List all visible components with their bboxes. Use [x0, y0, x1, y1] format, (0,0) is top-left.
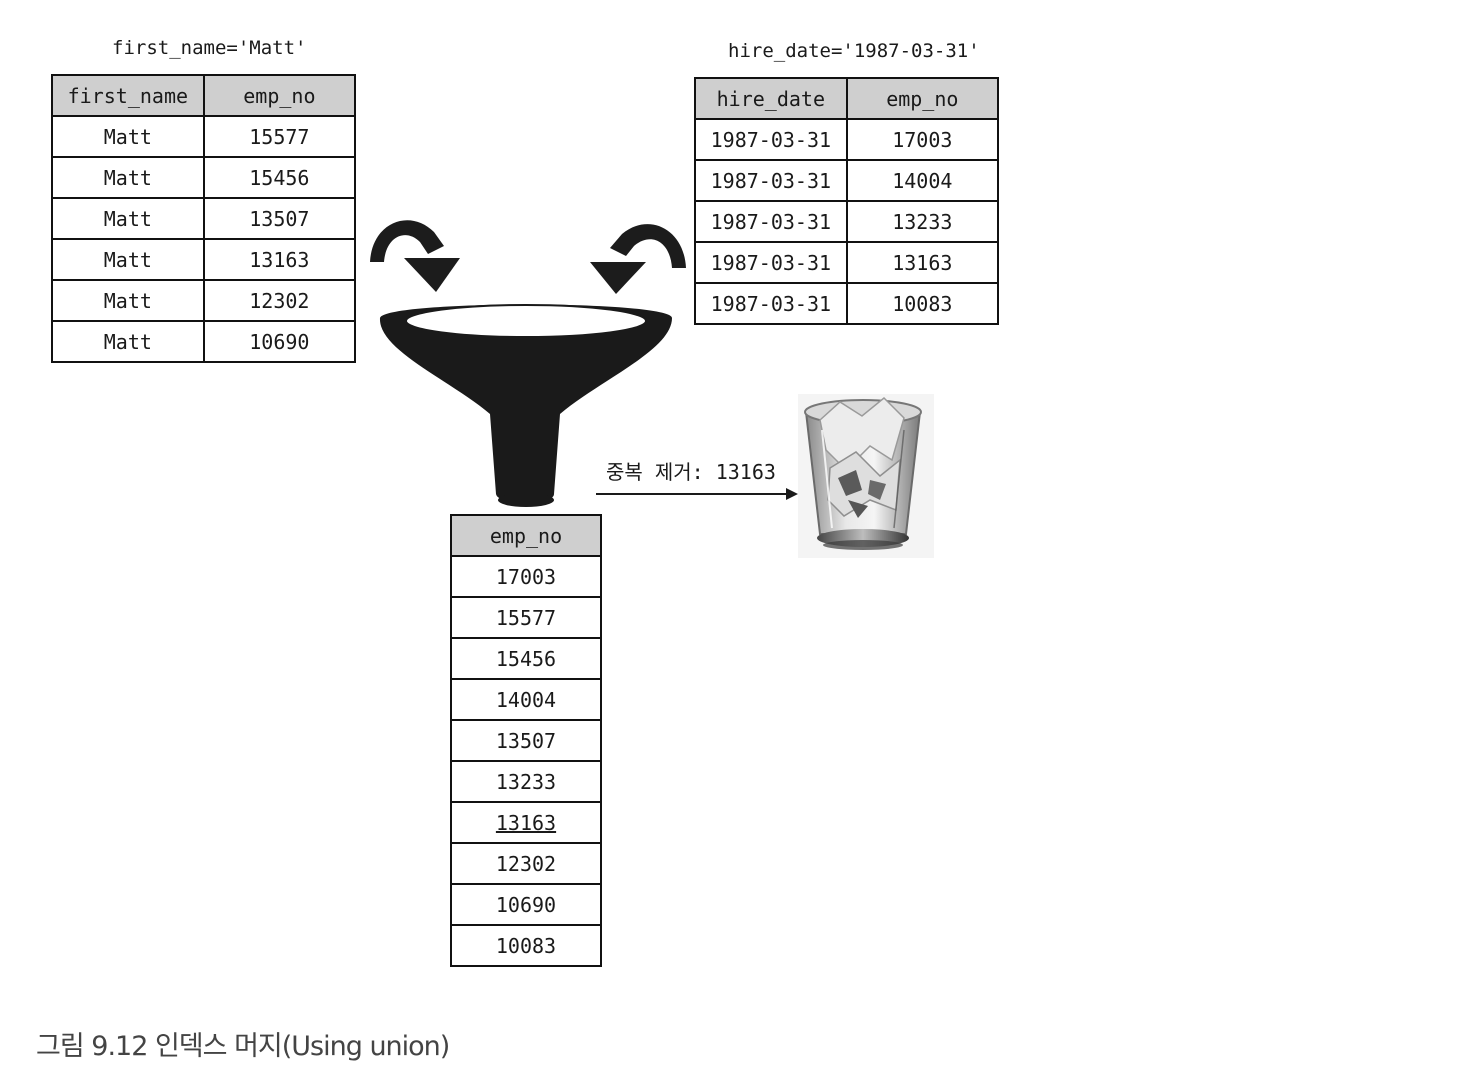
table-header-row: first_name emp_no	[51, 74, 357, 117]
table-cell: 13163	[202, 238, 357, 281]
table-cell: Matt	[51, 197, 205, 240]
table-cell: 10690	[202, 320, 357, 363]
table-cell: 13233	[845, 200, 1000, 243]
table-cell: 13163	[845, 241, 1000, 284]
result-table: emp_no 17003 15577 15456 14004 13507 132…	[450, 514, 602, 967]
table-row: 13163	[450, 801, 602, 844]
curved-arrow-down-left-icon	[590, 224, 686, 294]
table-cell: 15456	[202, 156, 357, 199]
discard-arrow	[596, 488, 798, 500]
table-row: 15456	[450, 637, 602, 680]
table-row: 15577	[450, 596, 602, 639]
table-cell: 13163	[450, 801, 602, 844]
table-cell: 10083	[450, 924, 602, 967]
table-cell: 10083	[845, 282, 1000, 325]
table-cell: 12302	[202, 279, 357, 322]
table-cell: Matt	[51, 279, 205, 322]
table-cell: 1987-03-31	[694, 282, 848, 325]
table-row: 13507	[450, 719, 602, 762]
table-cell: 15456	[450, 637, 602, 680]
table-row: 12302	[450, 842, 602, 885]
table-header-row: emp_no	[450, 514, 602, 557]
curved-arrow-down-right-icon	[370, 220, 460, 292]
funnel-icon	[379, 304, 672, 507]
column-header: emp_no	[450, 514, 602, 557]
figure-caption: 그림 9.12 인덱스 머지(Using union)	[36, 1031, 450, 1062]
table-cell: 1987-03-31	[694, 200, 848, 243]
table-row: 13233	[450, 760, 602, 803]
table-cell: 10690	[450, 883, 602, 926]
table-cell: Matt	[51, 156, 205, 199]
table-cell: 13507	[450, 719, 602, 762]
table-cell: 15577	[450, 596, 602, 639]
table-cell: 14004	[845, 159, 1000, 202]
table-cell: 17003	[845, 118, 1000, 161]
table-row: 14004	[450, 678, 602, 721]
table-cell: 15577	[202, 115, 357, 158]
table-cell: 13233	[450, 760, 602, 803]
table-cell: Matt	[51, 238, 205, 281]
table-row: 10690	[450, 883, 602, 926]
table-cell: 17003	[450, 555, 602, 598]
left-condition-label: first_name='Matt'	[112, 37, 307, 59]
table-header-row: hire_date emp_no	[694, 77, 1000, 120]
right-condition-label: hire_date='1987-03-31'	[728, 40, 980, 62]
duplicate-removal-label: 중복 제거: 13163	[606, 460, 776, 484]
table-cell: 13507	[202, 197, 357, 240]
column-header: first_name	[51, 74, 205, 117]
column-header: emp_no	[845, 77, 1000, 120]
table-cell: 1987-03-31	[694, 118, 848, 161]
table-row: 10083	[450, 924, 602, 967]
table-cell: 12302	[450, 842, 602, 885]
table-row: 17003	[450, 555, 602, 598]
table-cell: Matt	[51, 320, 205, 363]
column-header: hire_date	[694, 77, 848, 120]
column-header: emp_no	[202, 74, 357, 117]
table-cell: Matt	[51, 115, 205, 158]
recycle-bin-icon	[798, 394, 934, 558]
table-cell: 14004	[450, 678, 602, 721]
table-cell: 1987-03-31	[694, 241, 848, 284]
table-cell: 1987-03-31	[694, 159, 848, 202]
